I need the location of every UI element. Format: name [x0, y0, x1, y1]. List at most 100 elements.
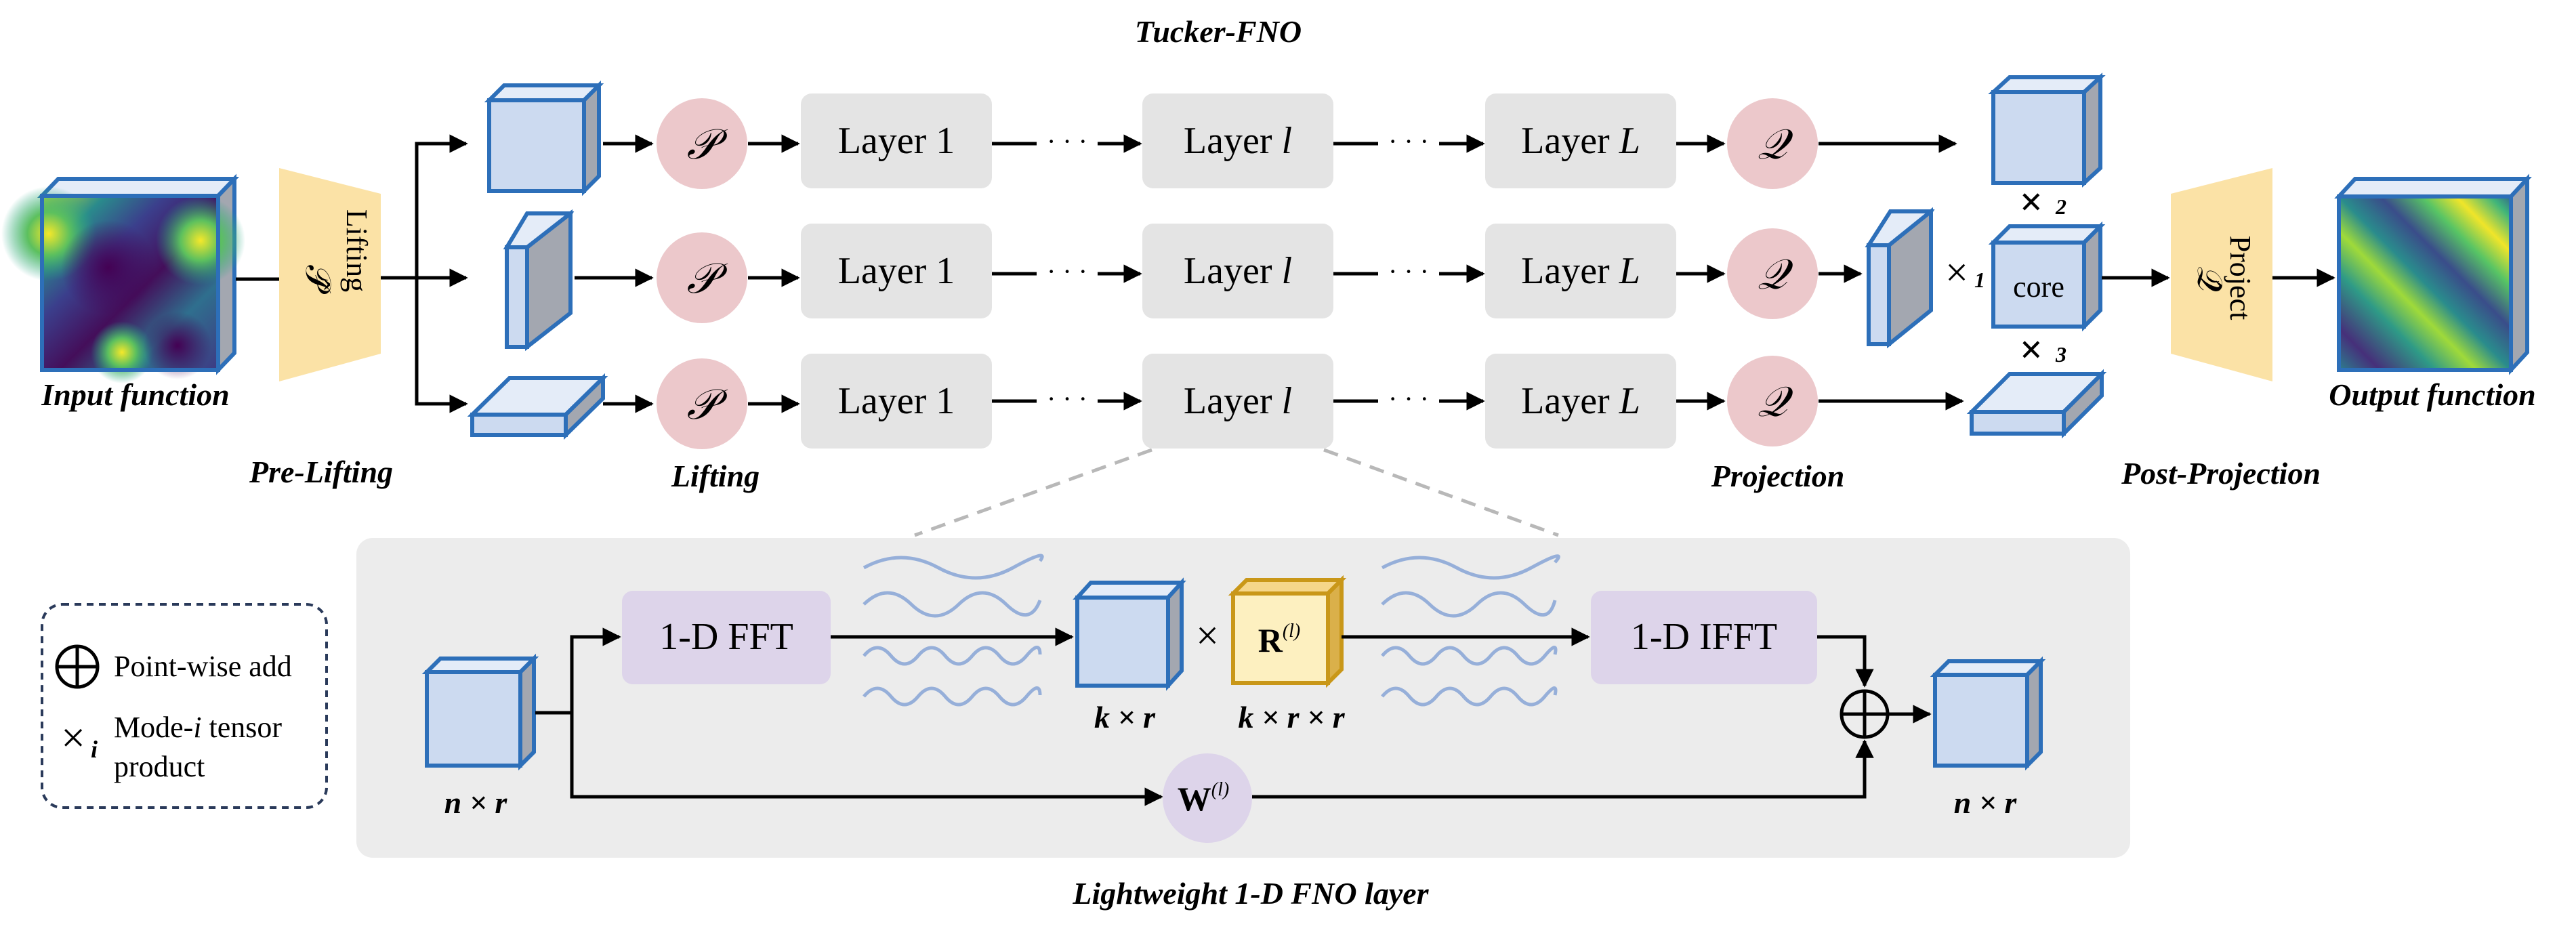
weight-W-circle: W(l) [1163, 753, 1252, 843]
prelifting-word: Lifting [340, 209, 373, 292]
svg-text:×: × [2020, 180, 2043, 224]
svg-text:×: × [61, 713, 85, 762]
svg-text:i: i [91, 736, 98, 763]
row3-layer-l: Layer l [1142, 354, 1333, 449]
input-function-label: Input function [41, 377, 229, 412]
svg-text:· · ·: · · · [1388, 256, 1429, 287]
factor-cube-out-3 [1966, 369, 2107, 439]
mode-product-x2: × 2 [2020, 180, 2066, 224]
lifting-caption: Lifting [671, 459, 760, 493]
output-function-cube [2334, 173, 2532, 375]
diagram-title: Tucker-FNO [1135, 14, 1302, 49]
prelifting-symbol: 𝒫̂ [298, 265, 337, 294]
svg-text:×: × [1945, 250, 1968, 295]
mode-product-x3: × 3 [2020, 327, 2066, 372]
core-cube: core [1988, 221, 2106, 332]
svg-text:Layer l: Layer l [1184, 380, 1292, 422]
output-function-label: Output function [2329, 377, 2536, 412]
svg-text:W(l): W(l) [1178, 779, 1229, 818]
legend-add-icon [55, 644, 100, 689]
svg-text:×: × [2020, 327, 2043, 372]
fno-input-cube [421, 653, 539, 771]
fno-input-dim: n × r [444, 785, 508, 820]
lifting-circle-3: 𝒫 [657, 358, 747, 449]
svg-text:· · ·: · · · [1388, 383, 1429, 414]
lifting-circle-2: 𝒫 [657, 232, 747, 323]
arrows-to-projection [1676, 134, 1726, 411]
svg-text:𝒬: 𝒬 [1758, 252, 1793, 298]
svg-text:R(l): R(l) [1258, 621, 1301, 659]
pointwise-add-icon [1840, 689, 1890, 739]
row3-layer-L: Layer L [1485, 354, 1676, 449]
postprojection-symbol: 𝒬̂ [2190, 266, 2228, 291]
legend-mode-line2: product [114, 750, 205, 783]
svg-text:𝒬: 𝒬 [1758, 379, 1793, 425]
fno-output-dim: n × r [1954, 785, 2018, 820]
fno-times: × [1196, 613, 1219, 658]
row1-layer-1: Layer 1 [801, 93, 992, 188]
projection-circle-2: 𝒬 [1727, 228, 1818, 319]
fno-branch-arrows [535, 627, 1163, 806]
fft-box: 1-D FFT [622, 591, 831, 684]
row3-layer-1: Layer 1 [801, 354, 992, 449]
svg-text:· · ·: · · · [1388, 126, 1429, 157]
mode-product-x1: × 1 [1945, 250, 1985, 295]
svg-text:1: 1 [1974, 268, 1985, 292]
freq-cube [1073, 577, 1186, 691]
arrows-to-lifting [575, 134, 654, 413]
postprojection-trapezoid [2171, 168, 2272, 381]
svg-text:3: 3 [2055, 342, 2066, 367]
factor-cube-2 [503, 209, 575, 352]
arrow-ifft-to-add [1817, 635, 1874, 688]
fno-layer-caption: Lightweight 1-D FNO layer [1072, 876, 1429, 911]
row2-layer-l: Layer l [1142, 224, 1333, 318]
factor-cube-1 [484, 80, 604, 196]
svg-text:1-D FFT: 1-D FFT [659, 616, 793, 658]
projection-circle-3: 𝒬 [1727, 356, 1818, 446]
arrow-W-to-add [1252, 739, 1874, 799]
svg-text:𝒬: 𝒬 [1758, 122, 1793, 168]
freq-dim: k × r [1094, 700, 1156, 734]
svg-text:2: 2 [2055, 194, 2066, 219]
projection-caption: Projection [1711, 459, 1845, 493]
row2-layer-1: Layer 1 [801, 224, 992, 318]
svg-text:Layer L: Layer L [1521, 380, 1640, 422]
svg-text:Layer 1: Layer 1 [838, 250, 955, 292]
input-function-cube [1, 173, 245, 383]
postprojection-caption: Post-Projection [2121, 456, 2321, 491]
svg-text:· · ·: · · · [1047, 383, 1087, 414]
svg-text:core: core [2013, 270, 2064, 304]
prelifting-trapezoid [279, 168, 381, 381]
prelifting-caption: Pre-Lifting [249, 455, 393, 489]
row1-layer-L: Layer L [1485, 93, 1676, 188]
legend-mode-icon: × i [61, 713, 98, 763]
arrows-to-layer1 [748, 134, 800, 413]
svg-text:Layer 1: Layer 1 [838, 120, 955, 162]
factor-cube-3 [467, 373, 608, 440]
svg-text:Layer l: Layer l [1184, 120, 1292, 162]
legend-mode-line1: Mode-i tensor [114, 711, 282, 744]
lifting-circle-1: 𝒫 [657, 98, 747, 189]
zoom-lines [914, 448, 1559, 537]
svg-text:Layer L: Layer L [1521, 250, 1640, 292]
svg-text:Layer l: Layer l [1184, 250, 1292, 292]
svg-text:1-D IFFT: 1-D IFFT [1631, 616, 1777, 658]
factor-cube-out-1 [1988, 72, 2106, 188]
postprojection-word: Project [2224, 236, 2257, 320]
projection-circle-1: 𝒬 [1727, 98, 1818, 189]
wave-icons-left [863, 554, 1044, 707]
svg-text:· · ·: · · · [1047, 256, 1087, 287]
row1-layer-l: Layer l [1142, 93, 1333, 188]
factor-cube-out-2 [1865, 207, 1935, 349]
wave-icons-right [1381, 554, 1560, 707]
fno-output-cube [1930, 656, 2046, 771]
arrows-to-factors [1819, 134, 1964, 411]
layer-connectors: · · · · · · · · · · · · · · · · · · [992, 126, 1485, 414]
svg-text:· · ·: · · · [1047, 126, 1087, 157]
svg-text:Layer 1: Layer 1 [838, 380, 955, 422]
weight-R-cube: R(l) [1228, 575, 1347, 688]
row2-layer-L: Layer L [1485, 224, 1676, 318]
weight-dim: k × r × r [1238, 700, 1345, 734]
branch-arrows [381, 134, 468, 413]
